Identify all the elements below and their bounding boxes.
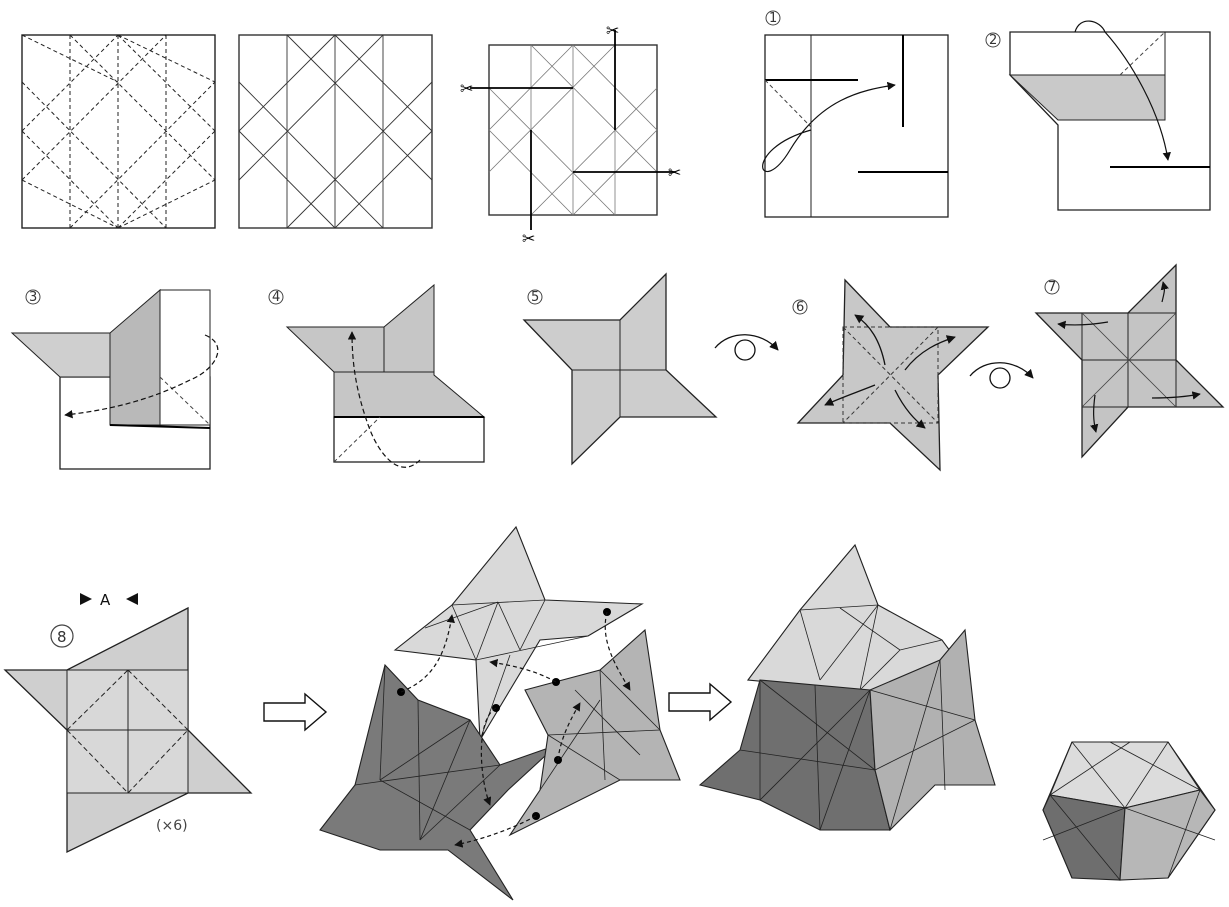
multiplier-label: (×6) [156, 818, 188, 834]
step-7-figure: 7 [1036, 265, 1223, 457]
crease-pattern-dashed [22, 35, 215, 228]
step-5-number: 5 [531, 290, 539, 305]
svg-text:✂: ✂ [606, 21, 619, 40]
step-3-figure: 3 [12, 290, 218, 469]
flip-over-icon [970, 363, 1033, 388]
svg-text:✂: ✂ [522, 229, 535, 248]
step-8-figure: A 8 (×6) [5, 591, 251, 852]
crease-pattern-solid [239, 35, 432, 228]
finished-model-figure [1043, 742, 1215, 880]
flip-over-icon [715, 335, 778, 360]
step-6-figure: 6 [793, 280, 988, 470]
svg-text:✂: ✂ [460, 79, 473, 98]
step-1-figure: 1 [763, 11, 948, 217]
hollow-arrow-icon [669, 684, 731, 720]
svg-text:✂: ✂ [668, 163, 681, 182]
partial-assembly-figure [700, 545, 995, 830]
label-a: A [100, 591, 111, 609]
step-6-number: 6 [796, 300, 804, 315]
step-7-number: 7 [1048, 280, 1056, 295]
step-4-figure: 4 [269, 285, 484, 467]
step-5-figure: 5 [524, 274, 716, 464]
step-8-number: 8 [57, 628, 67, 646]
label-a-marker: A [80, 591, 138, 609]
step-4-number: 4 [272, 290, 280, 305]
step-2-figure: 2 [986, 21, 1210, 210]
step-1-number: 1 [769, 11, 777, 26]
assembly-figure [320, 527, 680, 900]
cutting-diagram: ✂ ✂ ✂ ✂ [460, 21, 681, 248]
step-3-number: 3 [29, 290, 37, 305]
hollow-arrow-icon [264, 694, 326, 730]
step-2-number: 2 [989, 33, 997, 48]
